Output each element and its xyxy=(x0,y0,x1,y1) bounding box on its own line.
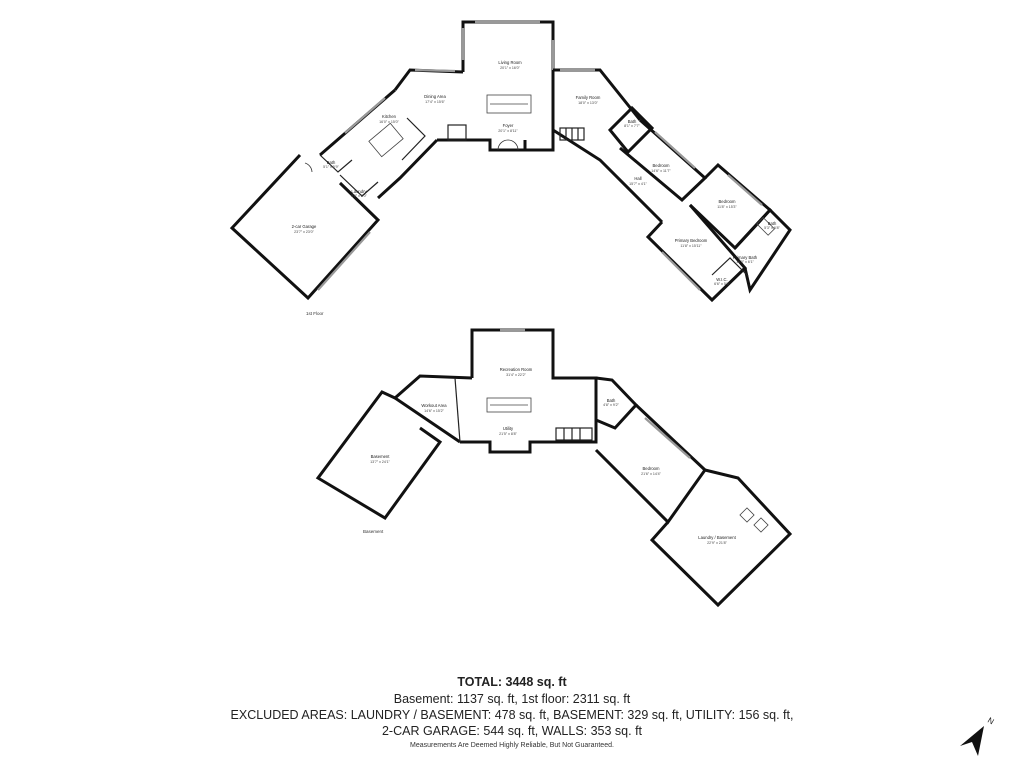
area-breakdown: Basement: 1137 sq. ft, 1st floor: 2311 s… xyxy=(393,692,631,706)
workout-area-walls xyxy=(392,374,473,444)
basement-room-labels: Recreation Room 31'4" x 22'2" Workout Ar… xyxy=(370,367,736,545)
basement-room-walls xyxy=(315,390,443,520)
basement-floor-label: Basement xyxy=(363,529,384,534)
workout-area-dim: 14'6" x 15'2" xyxy=(424,409,444,413)
bath-hall-label: Bath xyxy=(628,119,637,124)
laundry-basement-walls xyxy=(649,468,793,608)
fireplace-hearth xyxy=(486,94,532,114)
bath-first-walls xyxy=(319,154,353,173)
compass-north-label: N xyxy=(986,716,996,727)
primary-bath-label: Primary Bath xyxy=(733,255,758,260)
primary-bath-walls xyxy=(733,207,792,294)
bath-hall-dim: 8'1" x 7'7" xyxy=(624,124,640,128)
garage-dim: 23'7" x 23'0" xyxy=(294,230,314,234)
hall-bath-walls xyxy=(607,105,655,155)
wic-label: W.I.C. xyxy=(716,277,727,282)
dining-area-label: Dining Area xyxy=(424,94,446,99)
compass-arrow xyxy=(960,726,984,756)
bedroom-basement-label: Bedroom xyxy=(643,466,661,471)
dining-window xyxy=(414,68,456,73)
north-arrow-icon: N xyxy=(960,716,996,756)
laundry-basement-label: Laundry / Basement xyxy=(698,535,736,540)
basement-plan: Basement xyxy=(315,328,793,608)
first-floor-plan: 1st Floor xyxy=(229,20,792,316)
utility-dim: 21'5" x 8'8" xyxy=(499,432,517,436)
basement-room-dim: 13'7" x 24'1" xyxy=(370,460,390,464)
dining-area-walls xyxy=(393,68,464,91)
bedroom-2-window xyxy=(727,174,763,206)
basement-stair xyxy=(555,427,593,441)
kitchen-counter xyxy=(401,117,426,161)
recreation-room-walls xyxy=(460,328,598,454)
bath-basement-label: Bath xyxy=(607,398,616,403)
basement-bedroom-walls xyxy=(594,403,707,525)
laundry-label: Laundry xyxy=(351,189,367,194)
recreation-room-dim: 31'4" x 22'2" xyxy=(506,373,526,377)
kitchen-walls-south xyxy=(376,138,439,200)
workout-area-label: Workout Area xyxy=(421,403,447,408)
bedroom-1-label: Bedroom xyxy=(653,163,671,168)
hall-label: Hall xyxy=(634,176,641,181)
rec-fireplace xyxy=(486,397,532,413)
utility-label: Utility xyxy=(503,426,514,431)
laundry-walls xyxy=(339,174,379,197)
foyer-label: Foyer xyxy=(503,123,514,128)
bath-primary-small-label: Bath xyxy=(768,221,777,226)
foyer-walls xyxy=(437,138,525,152)
foyer-closet xyxy=(447,124,467,141)
recreation-room-label: Recreation Room xyxy=(500,367,533,372)
garage-walls xyxy=(229,153,381,301)
wic-dim: 6'6" x 5'8" xyxy=(714,282,730,286)
kitchen-dim: 16'0" x 15'0" xyxy=(379,120,399,124)
first-floor-room-labels: Living Room 20'1" x 16'0" Dining Area 17… xyxy=(292,60,781,286)
area-summary: TOTAL: 3448 sq. ft Basement: 1137 sq. ft… xyxy=(0,674,1024,749)
bath-first-dim: 5'1" x 5'9" xyxy=(323,165,339,169)
workout-utility-wall xyxy=(454,377,461,443)
primary-bedroom-walls xyxy=(645,204,748,303)
kitchen-label: Kitchen xyxy=(382,114,397,119)
bedroom-basement-dim: 21'6" x 14'4" xyxy=(641,472,661,476)
tub xyxy=(756,216,776,236)
laundry-dim: 5'0" x 6'0" xyxy=(351,194,367,198)
kitchen-island xyxy=(368,122,404,158)
bedroom-1-window xyxy=(654,131,696,169)
first-floor-label: 1st Floor xyxy=(306,311,324,316)
bedroom-1-walls xyxy=(619,118,708,203)
bath-basement-dim: 4'8" x 9'2" xyxy=(603,403,619,407)
excluded-areas-line-1: EXCLUDED AREAS: LAUNDRY / BASEMENT: 478 … xyxy=(230,708,794,722)
foyer-dim: 20'1" x 8'11" xyxy=(498,129,518,133)
bath-primary-small-dim: 5'3" x 6'8" xyxy=(764,226,780,230)
bedroom-1-dim: 14'6" x 11'7" xyxy=(651,169,671,173)
laundry-basement-dim: 22'9" x 21'8" xyxy=(707,541,727,545)
hall-dim: 15'7" x 4'1" xyxy=(629,182,647,186)
living-room-dim: 20'1" x 16'0" xyxy=(500,66,520,70)
primary-bedroom-label: Primary Bedroom xyxy=(675,238,708,243)
basement-bedroom-window xyxy=(644,417,691,459)
garage-door xyxy=(317,231,371,291)
east-wing-south xyxy=(552,128,664,224)
living-room-label: Living Room xyxy=(498,60,522,65)
front-door xyxy=(497,139,519,151)
basement-room-label: Basement xyxy=(371,454,391,459)
laundry-washer xyxy=(739,507,755,523)
primary-bedroom-dim: 11'8" x 15'11" xyxy=(680,244,702,248)
laundry-dryer xyxy=(753,517,769,533)
wic-walls xyxy=(711,257,749,277)
garage-label: 2-car Garage xyxy=(292,224,317,229)
bath-first-label: Bath xyxy=(327,160,336,165)
bedroom-2-dim: 11'8" x 15'3" xyxy=(717,205,737,209)
dining-area-dim: 17'4" x 15'6" xyxy=(425,100,445,104)
primary-bath-dim: 10'3" x 6'1" xyxy=(736,260,754,264)
garage-entry-door xyxy=(304,162,313,173)
disclaimer: Measurements Are Deemed Highly Reliable,… xyxy=(410,742,614,749)
family-room-label: Family Room xyxy=(576,95,601,100)
total-area: TOTAL: 3448 sq. ft xyxy=(457,675,567,689)
bedroom-2-label: Bedroom xyxy=(719,199,737,204)
family-room-dim: 18'0" x 13'0" xyxy=(578,101,598,105)
primary-bedroom-window xyxy=(661,251,701,291)
excluded-areas-line-2: 2-CAR GARAGE: 544 sq. ft, WALLS: 353 sq.… xyxy=(381,724,643,738)
kitchen-window xyxy=(344,97,386,134)
